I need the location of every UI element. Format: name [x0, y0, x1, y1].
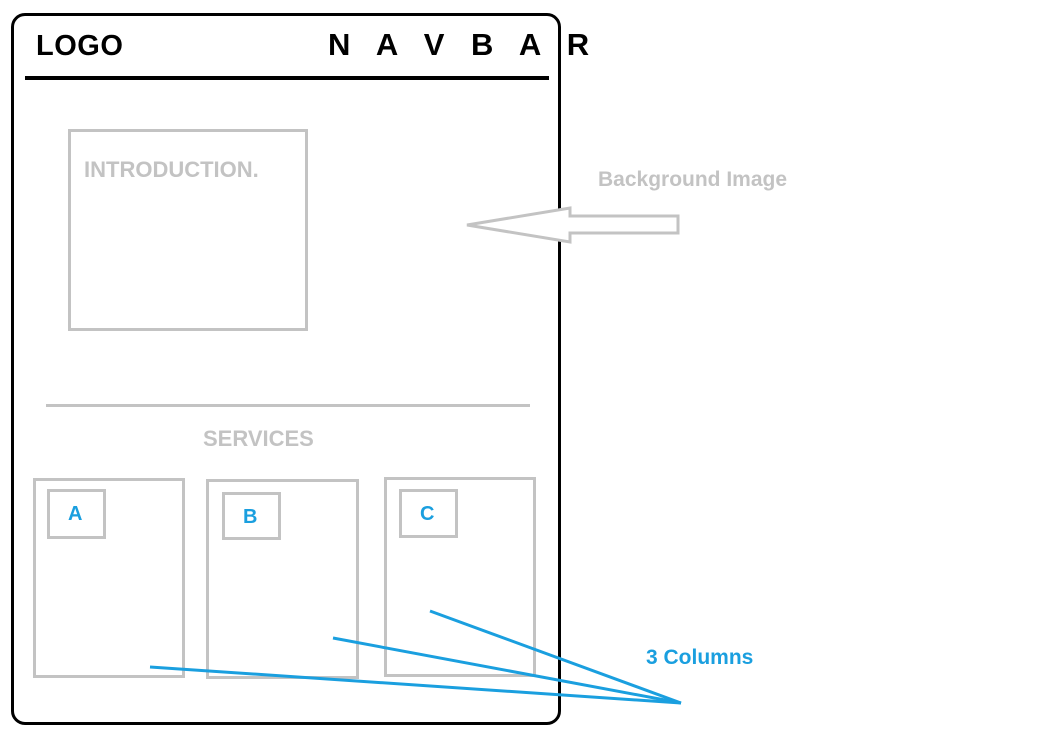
column-a-box: [33, 478, 185, 678]
logo-text: LOGO: [36, 30, 124, 62]
column-a-label: A: [68, 503, 83, 525]
column-c-box: [384, 477, 536, 677]
introduction-box: [68, 129, 308, 331]
column-b-tag-box: [222, 492, 281, 540]
left-arrow-icon: [466, 206, 680, 244]
column-b-box: [206, 479, 359, 679]
pointer-line-a: [149, 665, 682, 705]
column-c-label: C: [420, 503, 435, 525]
column-c-tag-box: [399, 489, 458, 538]
page-frame: [11, 13, 561, 725]
column-a-tag-box: [47, 489, 106, 539]
pointer-line-c: [429, 609, 682, 705]
three-columns-annotation: 3 Columns: [646, 646, 754, 669]
navbar-divider: [25, 76, 549, 80]
pointer-line-b: [332, 636, 682, 705]
background-image-annotation: Background Image: [598, 168, 788, 191]
navbar-text: N A V B A R: [328, 27, 599, 62]
services-divider: [46, 404, 530, 407]
services-heading: SERVICES: [203, 426, 314, 451]
column-b-label: B: [243, 506, 258, 528]
introduction-label: INTRODUCTION.: [84, 157, 259, 182]
